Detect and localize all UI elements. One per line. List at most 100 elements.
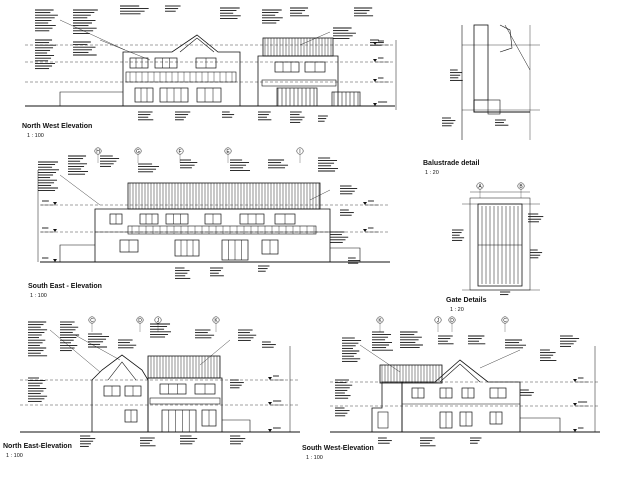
house-outline	[122, 34, 241, 106]
level-marker	[363, 202, 367, 205]
boundary-wall	[330, 247, 361, 262]
leader-line	[299, 31, 331, 46]
sw-grid-label: C	[503, 318, 507, 324]
window	[161, 409, 197, 433]
window	[139, 213, 159, 225]
leader-line	[59, 19, 126, 51]
window	[159, 383, 187, 395]
window	[134, 87, 154, 103]
gate-details-title: Gate Details	[446, 297, 487, 304]
leader-line	[479, 349, 521, 369]
sw-grid-label: J	[437, 318, 440, 324]
grid-bubble	[448, 316, 456, 324]
grid-bubble	[136, 316, 144, 324]
level-marker	[268, 429, 272, 432]
sw-grid-label: K	[378, 318, 382, 324]
level-marker	[268, 377, 272, 380]
handrail-profile	[499, 24, 513, 53]
se-grid-label: F	[178, 149, 181, 155]
wall	[371, 381, 403, 432]
south-east-elevation-title: South East - Elevation	[28, 283, 102, 290]
house-outline	[257, 55, 339, 106]
window	[274, 61, 300, 73]
level-marker	[573, 379, 577, 382]
window	[129, 57, 149, 69]
grid-bubble	[154, 316, 162, 324]
gable	[179, 37, 215, 53]
north-west-elevation-scale: 1 : 100	[27, 133, 44, 139]
ne-grid-label: C	[90, 318, 94, 324]
grid-bubble	[212, 316, 220, 324]
north-east-elevation-drawing	[20, 321, 300, 447]
gate-details-scale: 1 : 20	[450, 307, 464, 313]
balcony	[149, 397, 221, 405]
south-west-elevation-drawing	[330, 331, 600, 447]
ne-grid-label: K	[214, 318, 218, 324]
level-marker	[363, 229, 367, 232]
south-east-elevation-drawing	[37, 155, 390, 279]
sw-grid-label: D	[450, 318, 454, 324]
north-east-elevation-scale: 1 : 100	[6, 453, 23, 459]
door	[377, 411, 389, 429]
south-east-elevation-scale: 1 : 100	[30, 293, 47, 299]
se-grid-label: E	[226, 149, 230, 155]
boundary-wall	[520, 417, 561, 432]
level-marker	[373, 103, 377, 106]
balustrade-detail-drawing	[442, 24, 540, 140]
level-marker	[268, 402, 272, 405]
leader-line	[99, 39, 151, 61]
level-marker	[373, 42, 377, 45]
level-marker	[373, 79, 377, 82]
south-west-elevation-scale: 1 : 100	[306, 455, 323, 461]
north-west-elevation-drawing	[25, 5, 397, 123]
grid-bubble	[88, 316, 96, 324]
balustrade-detail-title: Balustrade detail	[423, 160, 480, 167]
south-west-elevation-title: South West-Elevation	[302, 445, 374, 452]
window	[239, 213, 265, 225]
leader-line	[199, 339, 231, 366]
leader-line	[309, 189, 331, 201]
gate-grid-label: A	[478, 184, 482, 190]
level-marker	[573, 429, 577, 432]
balcony	[261, 79, 337, 87]
ne-grid-label: D	[138, 318, 142, 324]
boundary-wall	[59, 91, 123, 106]
roof	[127, 182, 321, 210]
leader-line	[74, 334, 121, 361]
level-marker	[53, 259, 57, 262]
north-east-elevation-title: North East-Elevation	[3, 443, 72, 450]
grid-bubble	[376, 316, 384, 324]
leader-line	[59, 174, 101, 206]
house-outline	[147, 377, 223, 432]
window	[165, 213, 189, 225]
north-west-elevation-title: North West Elevation	[22, 123, 93, 130]
se-grid-label: G	[136, 149, 140, 155]
gate	[331, 91, 361, 107]
balustrade-post	[473, 24, 489, 101]
roof	[147, 355, 221, 379]
roof	[379, 364, 443, 384]
balcony	[125, 71, 237, 83]
level-marker	[373, 59, 377, 62]
grid-bubble	[501, 316, 509, 324]
gate-opening	[469, 197, 531, 291]
level-marker	[53, 229, 57, 232]
se-grid-label: I	[299, 149, 300, 155]
boundary-wall	[59, 244, 95, 262]
window	[154, 57, 178, 69]
gate-detail-drawing	[452, 191, 544, 296]
slab-edge	[473, 100, 530, 113]
structure-line	[504, 24, 531, 71]
leader-line	[49, 329, 101, 373]
fixing-plate	[487, 99, 501, 115]
boundary-wall	[222, 419, 251, 432]
balustrade-detail-scale: 1 : 20	[425, 170, 439, 176]
level-marker	[573, 403, 577, 406]
ne-grid-label: J	[157, 318, 160, 324]
level-marker	[53, 202, 57, 205]
gable	[107, 361, 137, 381]
gable	[439, 363, 481, 383]
